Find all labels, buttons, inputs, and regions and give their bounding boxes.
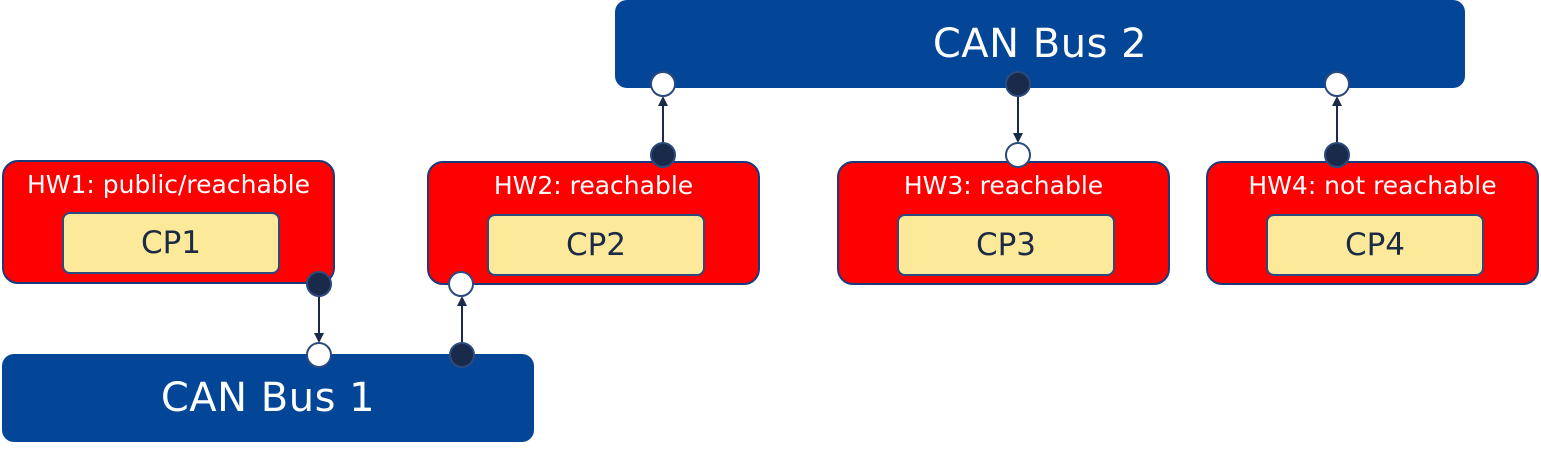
- hw1-box: HW1: public/reachable CP1: [2, 160, 335, 284]
- hw2-box: HW2: reachable CP2: [427, 161, 760, 285]
- hw2-title: HW2: reachable: [493, 171, 694, 200]
- hw4-title: HW4: not reachable: [1248, 171, 1497, 200]
- can-bus-1-label: CAN Bus 1: [160, 375, 376, 421]
- hw3-title: HW3: reachable: [903, 171, 1104, 200]
- can-bus-1: CAN Bus 1: [2, 354, 534, 442]
- hw3-box: HW3: reachable CP3: [837, 161, 1170, 285]
- can-bus-2-label: CAN Bus 2: [932, 21, 1148, 67]
- cp1-box: CP1: [62, 212, 280, 274]
- cp3-box: CP3: [897, 214, 1115, 276]
- cp2-box: CP2: [487, 214, 705, 276]
- hw4-box: HW4: not reachable CP4: [1206, 161, 1539, 285]
- can-bus-2: CAN Bus 2: [615, 0, 1465, 88]
- hw1-title: HW1: public/reachable: [27, 170, 310, 199]
- cp4-box: CP4: [1266, 214, 1484, 276]
